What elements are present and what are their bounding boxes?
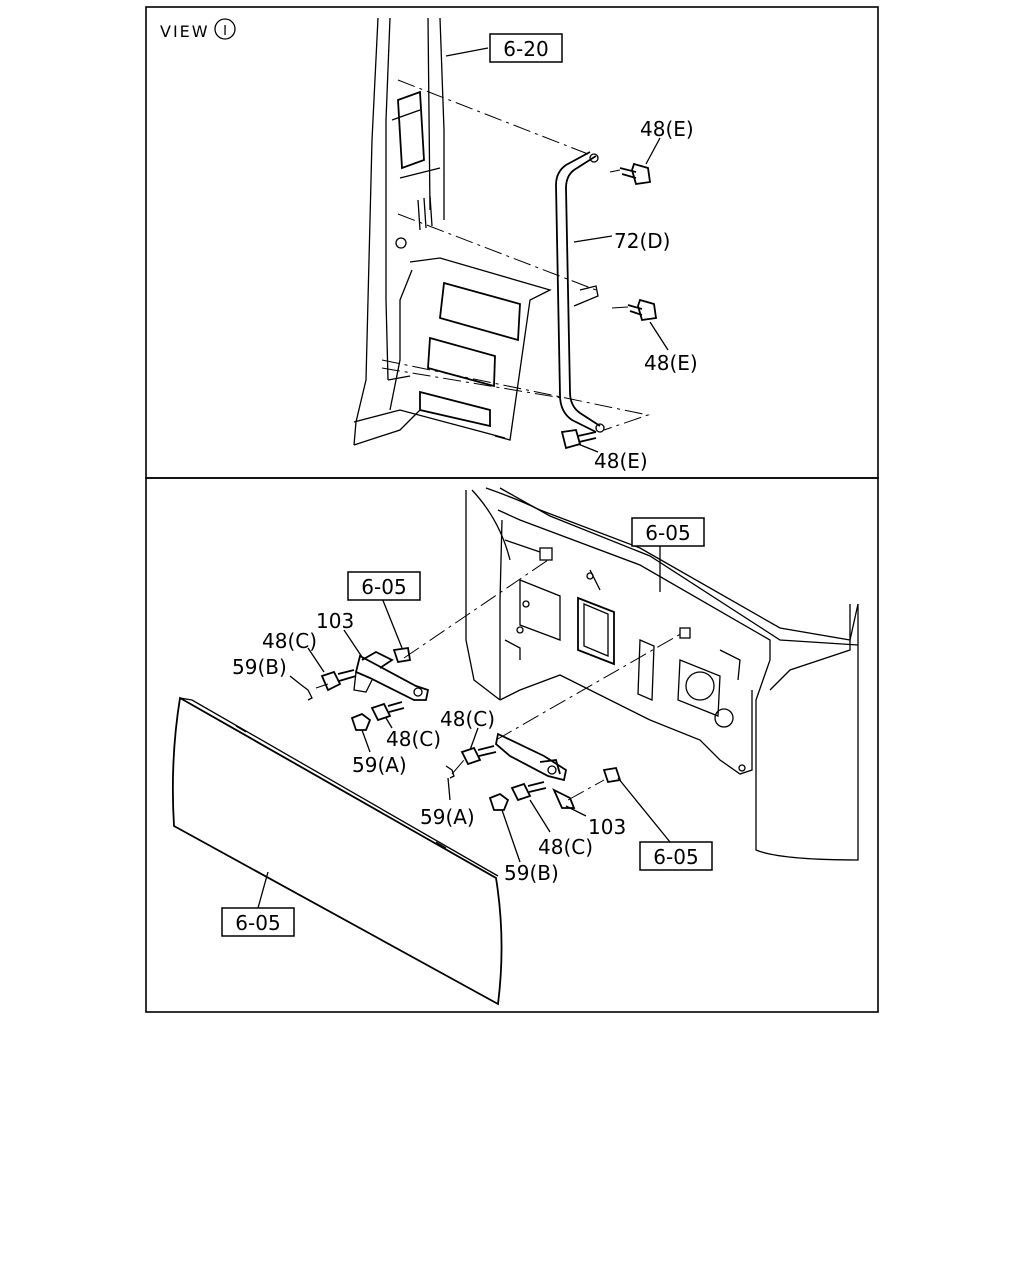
cab-front-structure: [465, 487, 859, 861]
bolt-icon: [510, 781, 547, 802]
label-72d: 72(D): [614, 229, 670, 253]
view-title: VIEW: [160, 22, 210, 41]
leader-line: [611, 306, 629, 309]
label-48e-bottom: 48(E): [594, 449, 648, 473]
label-59a-left: 59(A): [352, 753, 407, 777]
leader-line: [609, 169, 621, 173]
top-panel-frame: [145, 6, 879, 479]
leader-line: [315, 683, 329, 689]
leader-line: [397, 79, 589, 155]
right-bracket: [495, 732, 576, 809]
leader-line: [451, 759, 465, 775]
rod-72d: [555, 151, 605, 433]
bolt-icon: [619, 162, 652, 186]
svg-text:6-05: 6-05: [235, 911, 280, 935]
callout-line: [649, 321, 669, 351]
callout-line: [385, 717, 393, 729]
svg-text:6-05: 6-05: [653, 845, 698, 869]
ref-box-panel-6-05: 6-05: [221, 907, 295, 937]
label-48e-mid: 48(E): [644, 351, 698, 375]
callout-line: [469, 727, 479, 751]
label-103-left: 103: [316, 609, 354, 633]
callout-line: [447, 777, 451, 801]
bolt-icon: [602, 766, 622, 784]
cab-pillar: [353, 17, 552, 446]
leader-line: [381, 359, 650, 431]
front-panel: [171, 696, 503, 1006]
callout-line: [343, 629, 365, 661]
label-59a-right: 59(A): [420, 805, 475, 829]
bolt-icon: [460, 745, 497, 766]
label-48c-right-bottom: 48(C): [538, 835, 593, 859]
callout-line: [289, 675, 301, 685]
callout-line: [529, 799, 551, 833]
ref-box-6-20: 6-20: [489, 33, 563, 63]
label-48c-right-top: 48(C): [440, 707, 495, 731]
view-marker: I: [214, 18, 236, 40]
label-59b-left: 59(B): [232, 655, 287, 679]
callout-line: [617, 777, 671, 843]
label-103-right: 103: [588, 815, 626, 839]
leader-line: [397, 213, 597, 291]
clip-icon: [445, 765, 455, 779]
bolt-icon: [560, 428, 597, 450]
ref-box-right-bolt-6-05: 6-05: [639, 841, 713, 871]
label-59b-right: 59(B): [504, 861, 559, 885]
callout-line: [565, 805, 587, 817]
callout-line: [501, 809, 521, 863]
ref-box-cab-6-05: 6-05: [631, 517, 705, 547]
svg-text:6-05: 6-05: [361, 575, 406, 599]
callout-line: [645, 137, 661, 165]
leader-line: [567, 779, 605, 801]
ref-box-left-bracket-6-05: 6-05: [347, 571, 421, 601]
svg-text:6-20: 6-20: [503, 37, 548, 61]
callout-line: [573, 235, 613, 243]
callout-line: [445, 47, 489, 57]
bottom-panel-frame: [145, 477, 879, 1013]
callout-line: [361, 729, 371, 753]
clip-icon: [350, 712, 372, 731]
callout-line: [381, 597, 403, 649]
svg-text:6-05: 6-05: [645, 521, 690, 545]
bolt-icon: [320, 669, 357, 692]
label-48c-left-bottom: 48(C): [386, 727, 441, 751]
clip-icon: [488, 792, 510, 811]
callout-line: [577, 443, 599, 453]
bolt-icon: [370, 701, 405, 722]
label-48c-left-top: 48(C): [262, 629, 317, 653]
left-bracket: [353, 650, 430, 701]
callout-line: [257, 871, 269, 909]
label-48e-top: 48(E): [640, 117, 694, 141]
bolt-icon: [627, 298, 658, 322]
leader-line: [403, 559, 549, 659]
callout-line: [307, 647, 325, 673]
leader-line: [495, 631, 685, 741]
bolt-icon: [392, 646, 412, 664]
svg-text:I: I: [223, 24, 227, 39]
clip-icon: [299, 683, 313, 701]
leader-line: [381, 367, 563, 399]
